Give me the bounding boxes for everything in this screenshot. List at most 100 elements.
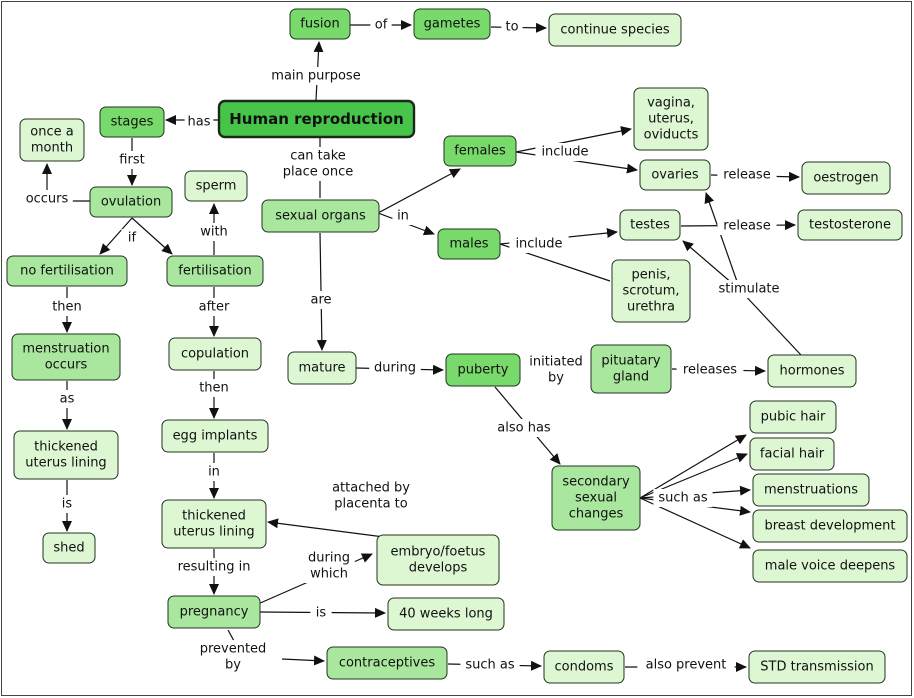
- link-label-text: in: [208, 465, 220, 480]
- connector-line: [739, 289, 802, 356]
- node-females[interactable]: females: [443, 135, 517, 167]
- node-testes[interactable]: testes: [619, 209, 681, 241]
- node-sexual-organs[interactable]: sexual organs: [261, 199, 380, 233]
- link-label-background: [203, 463, 225, 481]
- link-label-after: after: [192, 298, 236, 316]
- node-text-line: sexual: [575, 491, 617, 506]
- node-male-organs[interactable]: penis,scrotum,urethra: [611, 259, 691, 323]
- link-label-background: [369, 359, 421, 377]
- link-label-background: [535, 143, 595, 161]
- node-puberty[interactable]: puberty: [445, 353, 521, 387]
- link-label-background: [460, 656, 520, 674]
- node-box: [752, 549, 908, 583]
- node-text-line: testes: [630, 218, 670, 233]
- node-text: ovaries: [651, 168, 699, 183]
- link-label-text-line: placenta to: [334, 497, 408, 512]
- link-label-text-line: is: [316, 606, 327, 621]
- link-label-text-line: if: [128, 231, 137, 246]
- node-egg-implants[interactable]: egg implants: [161, 419, 269, 453]
- node-ovaries[interactable]: ovaries: [639, 159, 711, 191]
- node-box: [289, 8, 351, 40]
- link-label-text: is: [62, 497, 73, 512]
- node-text-line: urethra: [627, 300, 675, 315]
- node-text-line: embryo/foetus: [391, 545, 486, 560]
- node-copulation[interactable]: copulation: [168, 337, 262, 371]
- node-males[interactable]: males: [437, 228, 501, 260]
- link-label-also-prevent: also prevent: [637, 656, 735, 674]
- node-text-line: thickened: [34, 440, 98, 455]
- node-std-transmission[interactable]: STD transmission: [748, 650, 886, 684]
- node-box: [413, 8, 491, 40]
- node-human-reproduction[interactable]: Human reproduction: [217, 99, 416, 139]
- node-mature[interactable]: mature: [287, 351, 357, 385]
- node-pregnancy[interactable]: pregnancy: [167, 595, 261, 629]
- node-shed[interactable]: shed: [42, 532, 96, 564]
- link-label-background: [518, 353, 594, 387]
- link-label-text-line: as: [60, 392, 75, 407]
- link-label-also-has: also has: [490, 419, 558, 437]
- node-box: [387, 597, 505, 631]
- node-text: STD transmission: [760, 660, 873, 675]
- connector-line: [377, 168, 461, 214]
- node-text: shed: [53, 541, 84, 556]
- node-facial-hair[interactable]: facial hair: [749, 437, 835, 471]
- node-ovulation[interactable]: ovulation: [89, 186, 173, 218]
- node-pubic-hair[interactable]: pubic hair: [749, 400, 837, 434]
- link-label-text: as: [60, 392, 75, 407]
- node-menstruations[interactable]: menstruations: [752, 473, 870, 507]
- link-label-background: [676, 361, 744, 379]
- connector-line: [639, 434, 747, 499]
- link-label-include-f: include: [535, 143, 595, 161]
- node-oestrogen[interactable]: oestrogen: [801, 161, 891, 195]
- node-box: [42, 532, 96, 564]
- link-label-text-line: during: [374, 361, 416, 376]
- node-text-line: male voice deepens: [765, 559, 896, 574]
- node-text: condoms: [555, 660, 614, 675]
- link-label-has: has: [184, 113, 214, 131]
- node-continue-species[interactable]: continue species: [548, 13, 682, 47]
- node-male-voice[interactable]: male voice deepens: [752, 549, 908, 583]
- node-text-line: continue species: [560, 23, 669, 38]
- node-text-line: secondary: [562, 475, 630, 490]
- node-sperm[interactable]: sperm: [184, 170, 248, 202]
- link-label-background: [509, 235, 569, 253]
- node-fertilisation[interactable]: fertilisation: [166, 255, 264, 287]
- node-gametes[interactable]: gametes: [413, 8, 491, 40]
- node-forty-weeks[interactable]: 40 weeks long: [387, 597, 505, 631]
- node-box: [287, 351, 357, 385]
- node-text-line: gland: [613, 370, 649, 385]
- node-text-line: menstruation: [22, 342, 109, 357]
- node-female-organs[interactable]: vagina,uterus,oviducts: [633, 87, 709, 151]
- link-label-text: main purpose: [271, 69, 360, 84]
- node-text-line: once a: [30, 125, 73, 140]
- node-box: [590, 344, 672, 394]
- node-box: [801, 161, 891, 195]
- node-text-line: thickened: [182, 509, 246, 524]
- node-stages[interactable]: stages: [99, 106, 165, 138]
- node-box: [752, 509, 908, 543]
- node-fusion[interactable]: fusion: [289, 8, 351, 40]
- node-breast-development[interactable]: breast development: [752, 509, 908, 543]
- node-text: sperm: [196, 179, 237, 194]
- node-contraceptives[interactable]: contraceptives: [326, 646, 448, 680]
- node-text-line: penis,: [631, 268, 670, 283]
- link-label-background: [711, 280, 787, 298]
- node-text-line: females: [454, 144, 506, 159]
- node-testosterone[interactable]: testosterone: [797, 209, 903, 241]
- link-label-text-line: in: [397, 209, 409, 224]
- link-label-text: has: [188, 115, 211, 130]
- node-text-line: month: [31, 141, 73, 156]
- node-condoms[interactable]: condoms: [543, 650, 625, 684]
- node-box: [168, 337, 262, 371]
- node-no-fertilisation[interactable]: no fertilisation: [6, 255, 128, 287]
- node-hormones[interactable]: hormones: [767, 354, 857, 388]
